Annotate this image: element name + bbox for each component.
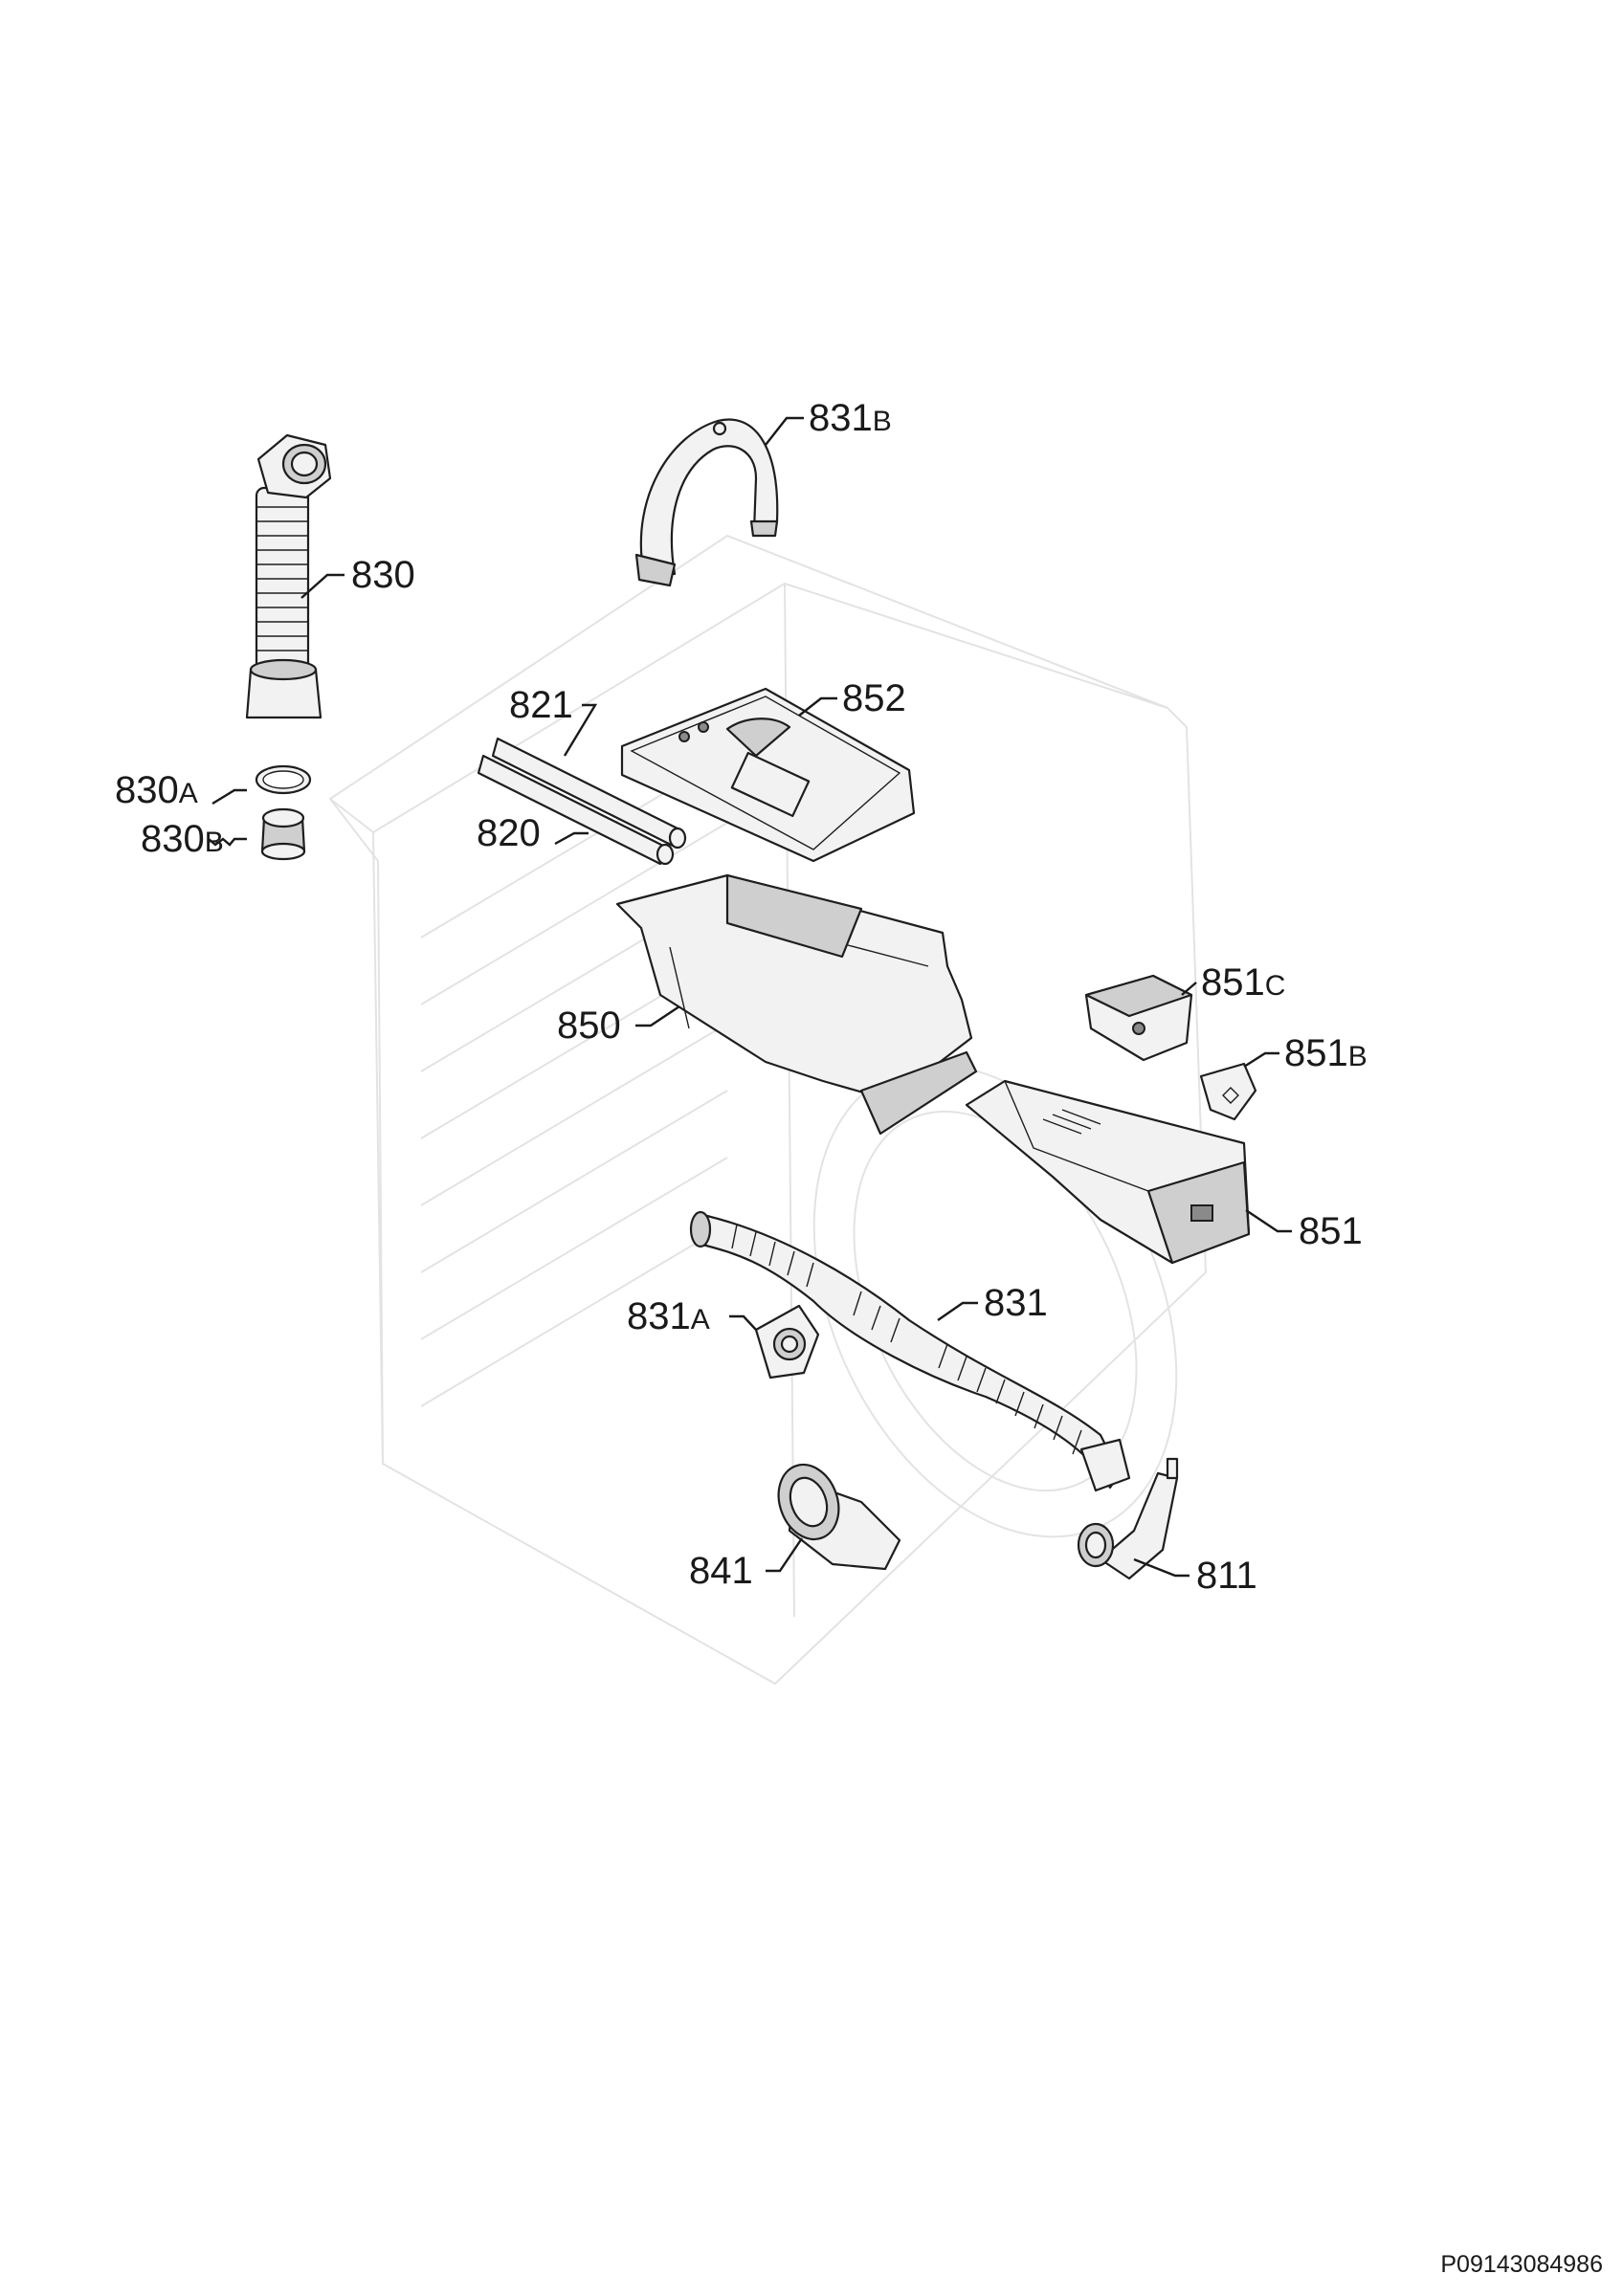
- label-821: 821: [509, 684, 573, 726]
- label-851: 851: [1299, 1210, 1363, 1252]
- reference-code: P09143084986: [1440, 2251, 1603, 2278]
- label-830B-main: 830: [141, 818, 205, 860]
- label-831A-suffix: A: [691, 1304, 710, 1336]
- label-850: 850: [557, 1004, 621, 1047]
- label-851-main: 851: [1299, 1210, 1363, 1252]
- part-830B-nut: [260, 807, 306, 861]
- label-830A-main: 830: [115, 769, 179, 811]
- part-851-drawer: [965, 1079, 1251, 1265]
- label-831B-suffix: B: [873, 406, 892, 437]
- label-830A: 830A: [115, 769, 198, 811]
- label-830B-suffix: B: [205, 827, 224, 858]
- label-830-main: 830: [351, 554, 415, 596]
- part-811-connector: [1077, 1457, 1179, 1580]
- label-830A-suffix: A: [179, 778, 198, 809]
- part-830-hose: [245, 433, 332, 719]
- label-831-main: 831: [984, 1282, 1048, 1324]
- label-830B: 830B: [141, 818, 224, 860]
- part-labels: 830 830A 830B 831B 821 852 820 850 851C …: [115, 397, 1367, 1597]
- label-811-main: 811: [1196, 1555, 1257, 1597]
- label-852: 852: [842, 677, 906, 719]
- label-811: 811: [1196, 1555, 1257, 1597]
- label-841: 841: [689, 1550, 753, 1592]
- label-851B-main: 851: [1284, 1032, 1348, 1074]
- label-831A-main: 831: [627, 1295, 691, 1337]
- label-851B-suffix: B: [1348, 1041, 1367, 1072]
- label-851B: 851B: [1284, 1032, 1367, 1074]
- part-831A-clip: [754, 1304, 820, 1380]
- label-830: 830: [351, 554, 415, 596]
- label-831B-main: 831: [809, 397, 873, 439]
- label-851C: 851C: [1201, 961, 1285, 1004]
- part-830A-ring: [255, 764, 312, 795]
- part-831B-bracket: [634, 418, 779, 587]
- part-852-lid-plate: [620, 687, 916, 863]
- part-851B-clip: [1199, 1062, 1257, 1121]
- label-831B: 831B: [809, 397, 892, 439]
- label-820-main: 820: [477, 812, 541, 854]
- label-851C-main: 851: [1201, 961, 1265, 1004]
- leader-lines: [208, 416, 1292, 1578]
- part-841-pump-filter: [777, 1463, 901, 1571]
- part-850-dispenser-housing: [615, 873, 978, 1136]
- label-821-main: 821: [509, 684, 573, 726]
- part-851C-cover: [1084, 974, 1193, 1062]
- label-851C-suffix: C: [1265, 970, 1286, 1002]
- label-852-main: 852: [842, 677, 906, 719]
- label-831A: 831A: [627, 1295, 710, 1337]
- label-841-main: 841: [689, 1550, 753, 1592]
- label-820: 820: [477, 812, 541, 854]
- label-850-main: 850: [557, 1004, 621, 1047]
- label-831: 831: [984, 1282, 1048, 1324]
- part-820-821-tubes: [477, 737, 687, 866]
- part-831-drain-hose: [689, 1210, 1131, 1492]
